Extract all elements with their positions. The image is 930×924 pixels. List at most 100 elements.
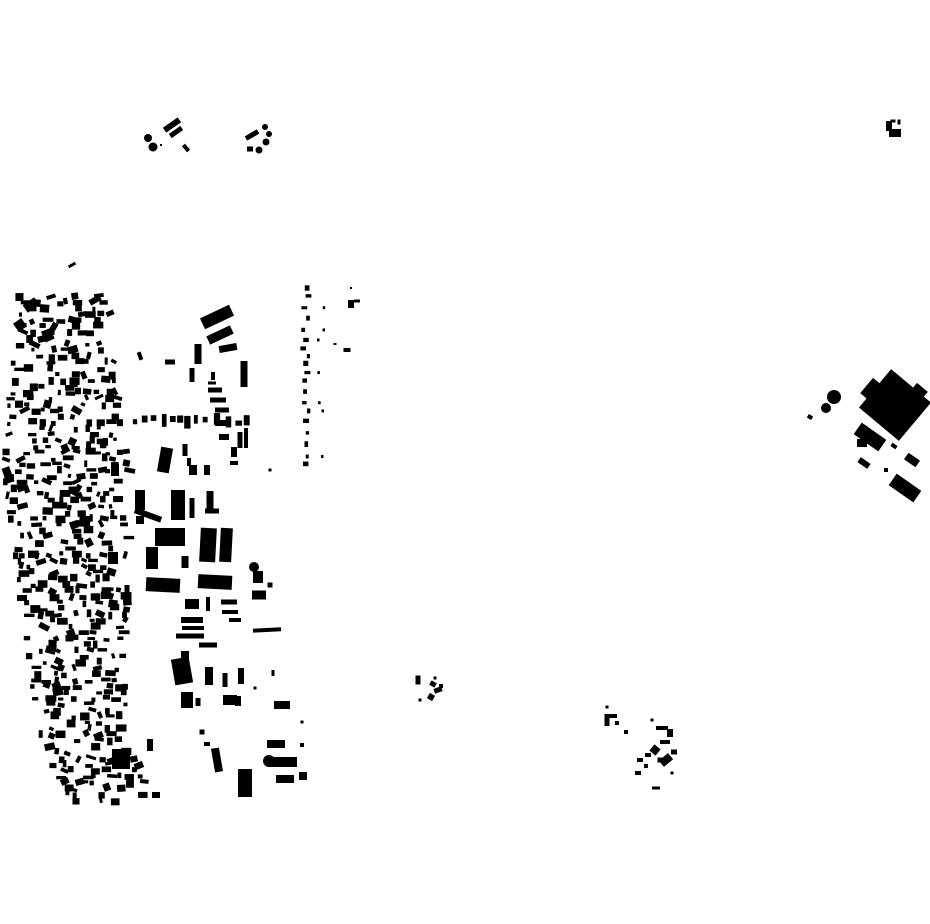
building [145, 577, 181, 593]
round-building [263, 755, 275, 767]
building [302, 378, 308, 383]
building [98, 792, 105, 799]
building [108, 503, 113, 509]
building [89, 618, 95, 622]
building [71, 677, 79, 686]
building [96, 657, 102, 665]
building [1, 456, 11, 463]
building [75, 304, 82, 312]
building [62, 297, 69, 305]
building [95, 721, 103, 726]
building [189, 368, 195, 382]
building [102, 782, 112, 792]
building [84, 720, 91, 725]
building [45, 695, 57, 702]
building [58, 604, 65, 611]
building [83, 394, 90, 401]
building [181, 617, 203, 623]
building [98, 796, 103, 804]
building [83, 537, 94, 548]
building [46, 475, 57, 481]
building [22, 297, 40, 313]
building [56, 775, 67, 780]
building [67, 261, 77, 269]
building [85, 764, 93, 768]
building [97, 310, 105, 317]
building [38, 730, 43, 738]
building [63, 463, 71, 469]
building [68, 592, 75, 602]
building [80, 712, 90, 721]
building [40, 462, 51, 467]
building [43, 491, 50, 500]
building [83, 641, 91, 647]
building [84, 460, 88, 468]
building [120, 522, 129, 527]
buildings-layer [1, 117, 930, 806]
building [35, 540, 44, 547]
building [26, 394, 34, 401]
building [63, 339, 71, 348]
building [605, 705, 609, 709]
building [95, 340, 103, 347]
building [65, 790, 70, 796]
building [100, 375, 111, 383]
building [91, 697, 96, 702]
building [35, 557, 47, 566]
building [32, 438, 37, 444]
building [215, 407, 229, 413]
building [1, 466, 15, 484]
building [50, 421, 56, 426]
building [59, 496, 64, 504]
building [26, 564, 31, 570]
building [109, 603, 120, 611]
building [100, 591, 111, 599]
building [118, 630, 130, 635]
building [121, 615, 129, 624]
building [204, 742, 210, 746]
building [74, 317, 82, 323]
building [429, 680, 437, 688]
building [169, 415, 176, 423]
building [72, 798, 80, 805]
building [211, 372, 215, 380]
building [33, 445, 39, 451]
building [206, 597, 210, 611]
building [59, 557, 68, 565]
building [343, 348, 351, 352]
building [86, 330, 94, 337]
building [112, 749, 130, 769]
building [85, 553, 91, 559]
building [29, 383, 38, 392]
building [7, 403, 11, 408]
building [123, 535, 135, 540]
building [124, 585, 130, 595]
building [67, 473, 72, 479]
building [152, 792, 160, 798]
round-building [144, 134, 152, 142]
building [11, 377, 19, 386]
building [75, 755, 82, 764]
building [304, 285, 310, 291]
building [609, 714, 617, 718]
building [108, 587, 114, 592]
building [184, 415, 191, 429]
building [303, 418, 310, 424]
building [113, 478, 123, 484]
building [120, 592, 132, 600]
building [34, 480, 39, 484]
building [208, 381, 216, 385]
building [320, 454, 324, 458]
building [93, 321, 104, 329]
building [97, 531, 106, 540]
building [51, 345, 58, 353]
building [79, 654, 89, 660]
building [90, 768, 100, 775]
building [71, 352, 80, 360]
building [671, 749, 677, 755]
building [42, 531, 54, 540]
round-building [821, 403, 831, 413]
building [108, 456, 117, 462]
building [39, 419, 46, 427]
